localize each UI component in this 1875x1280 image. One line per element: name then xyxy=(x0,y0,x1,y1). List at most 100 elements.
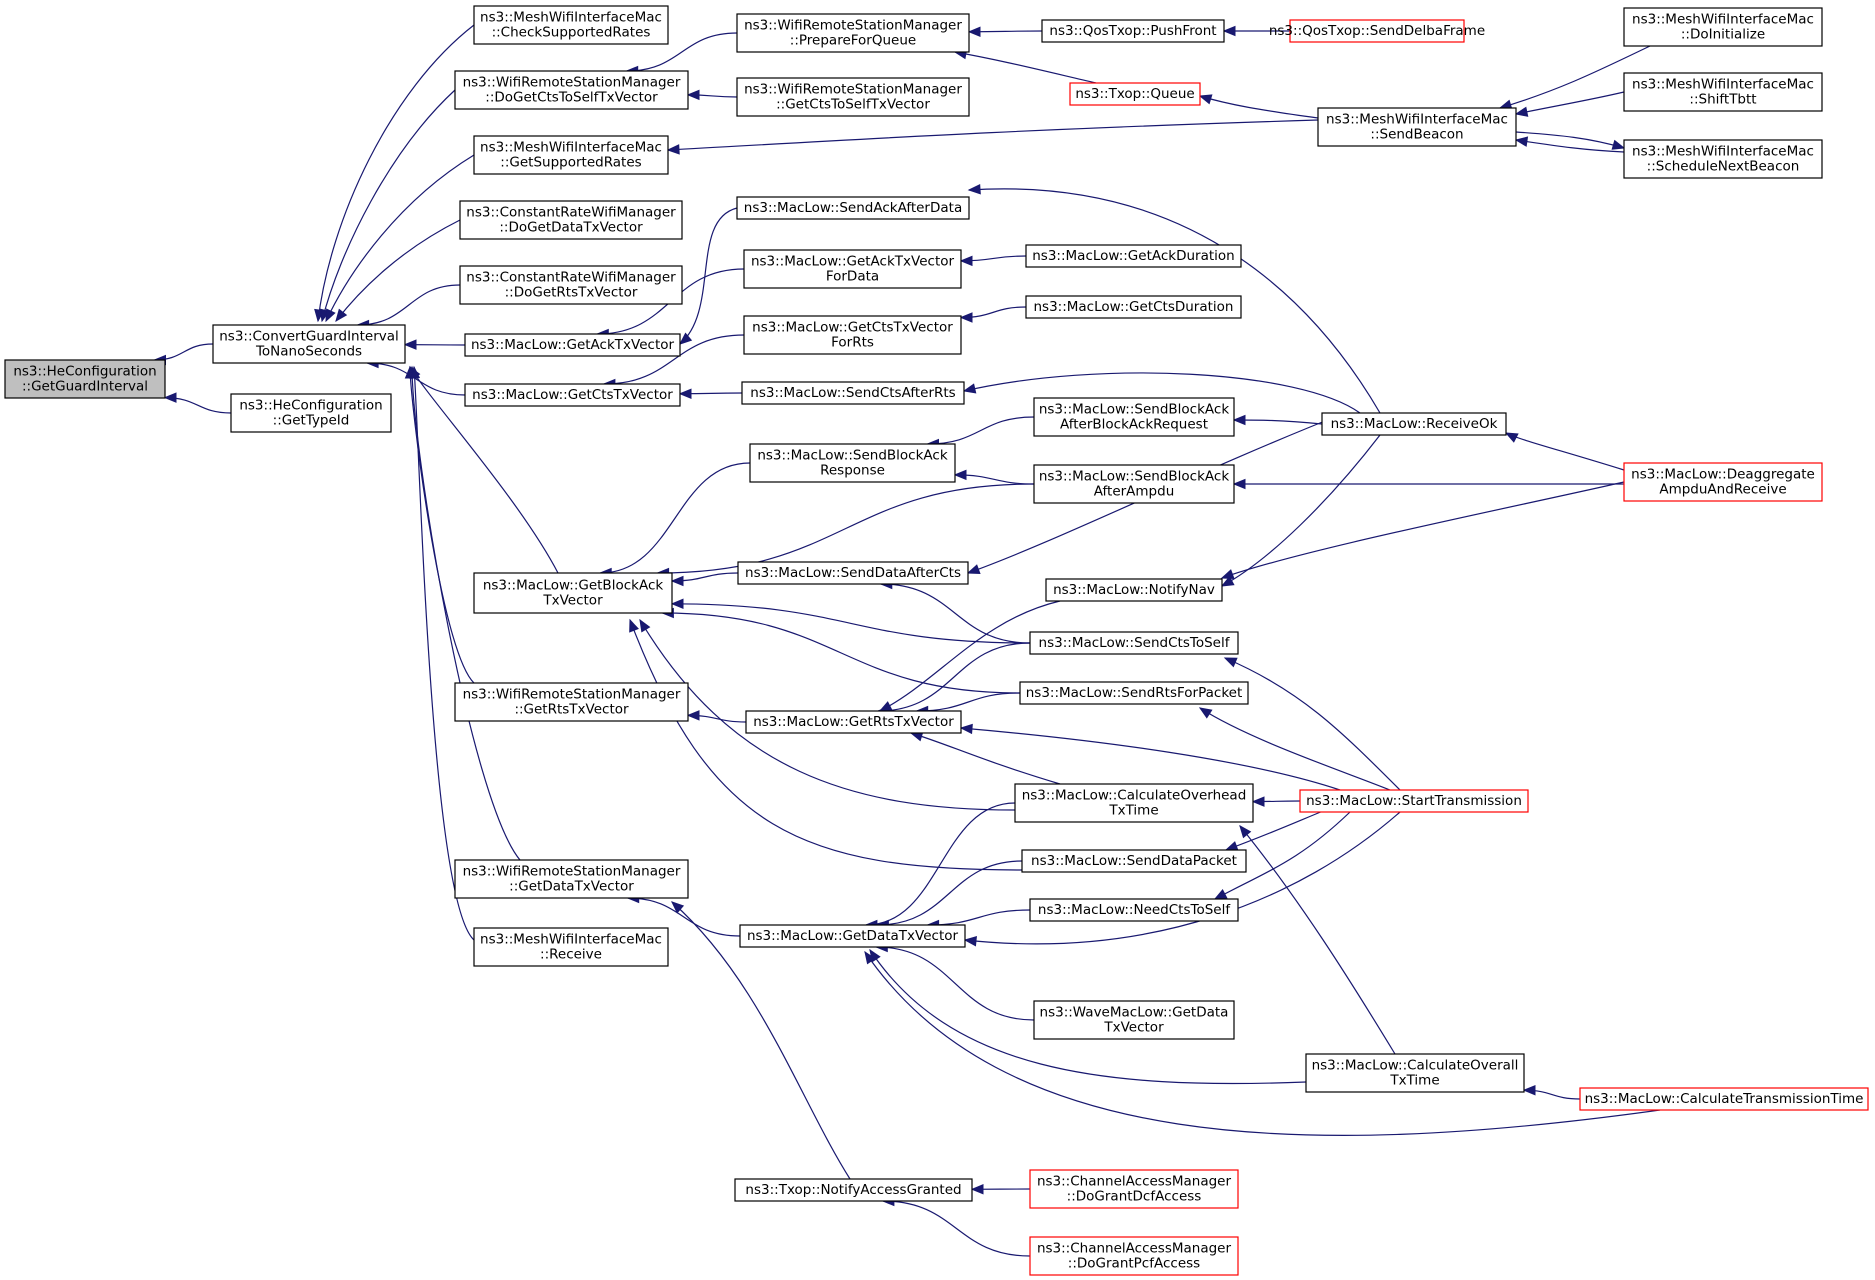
node-maclow-getctsduration[interactable]: ns3::MacLow::GetCtsDuration xyxy=(1025,295,1242,319)
edge-arrowhead xyxy=(639,618,651,633)
node-wrsm-prepareforqueue[interactable]: ns3::WifiRemoteStationManager::PrepareFo… xyxy=(736,13,970,53)
node-maclow-sendblockackafterblockackrequest[interactable]: ns3::MacLow::SendBlockAckAfterBlockAckRe… xyxy=(1033,397,1235,437)
edge-n42-to-n31 xyxy=(1220,434,1381,587)
node-meshwifiinterfacemac-receive[interactable]: ns3::MeshWifiInterfaceMac::Receive xyxy=(473,927,669,967)
nodes-layer: ns3::HeConfiguration::GetGuardIntervalns… xyxy=(4,5,1869,1276)
node-box xyxy=(212,324,406,364)
node-label-line: ns3::MeshWifiInterfaceMac xyxy=(1632,12,1814,28)
node-maclow-sendrtsforpacket[interactable]: ns3::MacLow::SendRtsForPacket xyxy=(1019,681,1249,705)
node-maclow-getrtstxvector[interactable]: ns3::MacLow::GetRtsTxVector xyxy=(745,710,962,734)
node-heconfiguration-getguardinterval[interactable]: ns3::HeConfiguration::GetGuardInterval xyxy=(4,359,166,399)
edge-line xyxy=(927,416,1035,445)
edge-n39-to-n24 xyxy=(881,1195,1031,1257)
node-constantratewifimanager-dogetdatatxvector[interactable]: ns3::ConstantRateWifiManager::DoGetDataT… xyxy=(459,200,683,240)
node-txop-notifyaccessgranted[interactable]: ns3::Txop::NotifyAccessGranted xyxy=(734,1178,973,1202)
edge-n8-to-n1 xyxy=(403,339,466,350)
node-wrsm-getrtstxvector[interactable]: ns3::WifiRemoteStationManager::GetRtsTxV… xyxy=(454,682,689,722)
node-label-line: ns3::MeshWifiInterfaceMac xyxy=(480,10,662,26)
node-maclow-notifynav[interactable]: ns3::MacLow::NotifyNav xyxy=(1045,578,1223,602)
node-qostxop-senddelbaframe[interactable]: ns3::QosTxop::SendDelbaFrame xyxy=(1269,19,1485,43)
node-meshwifiinterfacemac-getsupportedrates[interactable]: ns3::MeshWifiInterfaceMac::GetSupportedR… xyxy=(473,135,669,175)
edge-arrowhead xyxy=(966,564,981,575)
node-maclow-senddatapacket[interactable]: ns3::MacLow::SendDataPacket xyxy=(1021,849,1247,873)
edge-arrowhead xyxy=(967,184,981,195)
node-label-line: ns3::Txop::Queue xyxy=(1075,86,1194,102)
node-label-line: ToNanoSeconds xyxy=(255,344,362,360)
node-label-line: ::SendBeacon xyxy=(1370,127,1463,143)
edge-line xyxy=(671,901,851,1180)
node-constantratewifimanager-dogetrtstxvector[interactable]: ns3::ConstantRateWifiManager::DoGetRtsTx… xyxy=(459,265,683,305)
node-label-line: ns3::MacLow::GetAckTxVector xyxy=(471,337,675,353)
edge-n44-to-n34 xyxy=(1239,824,1396,1055)
node-meshwifiinterfacemac-doinitialize[interactable]: ns3::MeshWifiInterfaceMac::DoInitialize xyxy=(1623,7,1823,47)
node-maclow-sendctsafterrts[interactable]: ns3::MacLow::SendCtsAfterRts xyxy=(741,381,965,405)
node-maclow-getctstxvector[interactable]: ns3::MacLow::GetCtsTxVector xyxy=(464,383,681,407)
node-wrsm-getdatatxvector[interactable]: ns3::WifiRemoteStationManager::GetDataTx… xyxy=(454,859,689,899)
edge-line xyxy=(1224,657,1401,791)
node-label-line: ns3::MacLow::NeedCtsToSelf xyxy=(1038,902,1231,918)
edge-arrowhead xyxy=(953,469,967,481)
node-maclow-getackduration[interactable]: ns3::MacLow::GetAckDuration xyxy=(1025,244,1242,268)
edge-n45-to-n41 xyxy=(1498,45,1651,110)
node-maclow-sendctstoself[interactable]: ns3::MacLow::SendCtsToSelf xyxy=(1029,631,1239,655)
node-maclow-needctstoself[interactable]: ns3::MacLow::NeedCtsToSelf xyxy=(1029,898,1239,922)
edge-arrowhead xyxy=(959,255,973,267)
node-wavemaclow-getdatatxvector[interactable]: ns3::WaveMacLow::GetDataTxVector xyxy=(1033,1000,1235,1040)
node-maclow-senddataafterCts[interactable]: ns3::MacLow::SendDataAfterCts xyxy=(737,561,969,585)
edge-line xyxy=(413,366,475,941)
edge-arrowhead xyxy=(1504,432,1519,443)
node-maclow-starttransmission[interactable]: ns3::MacLow::StartTransmission xyxy=(1299,789,1529,813)
node-channelaccessmanager-dograntdcfaccess[interactable]: ns3::ChannelAccessManager::DoGrantDcfAcc… xyxy=(1029,1169,1239,1209)
edge-line xyxy=(667,119,1319,151)
edge-n25-to-n14 xyxy=(967,26,1043,38)
node-heconfiguration-gettypeid[interactable]: ns3::HeConfiguration::GetTypeId xyxy=(230,393,392,433)
edge-line xyxy=(869,949,1307,1085)
node-label-line: ::DoGrantPcfAccess xyxy=(1068,1256,1200,1272)
edge-arrowhead xyxy=(959,723,973,735)
edge-line xyxy=(639,619,1016,811)
edge-line xyxy=(880,583,1031,644)
node-qostxop-pushfront[interactable]: ns3::QosTxop::PushFront xyxy=(1041,19,1225,43)
edge-n3-to-n1 xyxy=(314,24,475,323)
edge-arrowhead xyxy=(864,950,876,965)
node-maclow-getdatatxvector[interactable]: ns3::MacLow::GetDataTxVector xyxy=(739,924,966,948)
edge-line xyxy=(882,1200,1031,1257)
node-meshwifiinterfacemac-checksupportedrates[interactable]: ns3::MeshWifiInterfaceMac::CheckSupporte… xyxy=(473,5,669,45)
node-box xyxy=(1321,412,1507,436)
node-label-line: ns3::QosTxop::PushFront xyxy=(1049,23,1216,39)
node-box xyxy=(1045,578,1223,602)
node-label-line: ns3::WifiRemoteStationManager xyxy=(463,75,681,91)
node-channelaccessmanager-dograntpcfaccess[interactable]: ns3::ChannelAccessManager::DoGrantPcfAcc… xyxy=(1029,1236,1239,1276)
node-meshwifiinterfacemac-sendbeacon[interactable]: ns3::MeshWifiInterfaceMac::SendBeacon xyxy=(1317,107,1517,147)
edge-line xyxy=(357,284,461,326)
node-label-line: ns3::MacLow::SendCtsToSelf xyxy=(1039,635,1231,651)
node-meshwifiinterfacemac-shifttbtt[interactable]: ns3::MeshWifiInterfaceMac::ShiftTbtt xyxy=(1623,72,1823,112)
edge-line xyxy=(927,909,1031,926)
node-wrsm-dogetctstoselftxvector[interactable]: ns3::WifiRemoteStationManager::DoGetCtsT… xyxy=(454,70,689,110)
node-maclow-receiveok[interactable]: ns3::MacLow::ReceiveOk xyxy=(1321,412,1507,436)
node-label-line: AfterBlockAckRequest xyxy=(1060,417,1208,433)
node-label-line: ::DoGetRtsTxVector xyxy=(505,285,638,301)
node-maclow-calculatetransmissiontime[interactable]: ns3::MacLow::CalculateTransmissionTime xyxy=(1579,1087,1869,1111)
node-maclow-getacktxvector[interactable]: ns3::MacLow::GetAckTxVector xyxy=(464,333,681,357)
edge-line xyxy=(409,366,559,574)
edge-arrowhead xyxy=(325,308,336,323)
node-txop-queue[interactable]: ns3::Txop::Queue xyxy=(1069,82,1201,106)
node-wrsm-getctstoselftxvector[interactable]: ns3::WifiRemoteStationManager::GetCtsToS… xyxy=(736,77,970,117)
node-label-line: TxTime xyxy=(1389,1073,1439,1089)
edge-n24-to-n12 xyxy=(671,901,851,1180)
node-box xyxy=(1029,631,1239,655)
node-meshwifiinterfacemac-schedulenextbeacon[interactable]: ns3::MeshWifiInterfaceMac::ScheduleNextB… xyxy=(1623,139,1823,179)
node-label-line: ::Receive xyxy=(540,947,602,963)
edge-arrowhead xyxy=(1224,841,1239,851)
node-maclow-sendackafterdata[interactable]: ns3::MacLow::SendAckAfterData xyxy=(736,196,970,220)
